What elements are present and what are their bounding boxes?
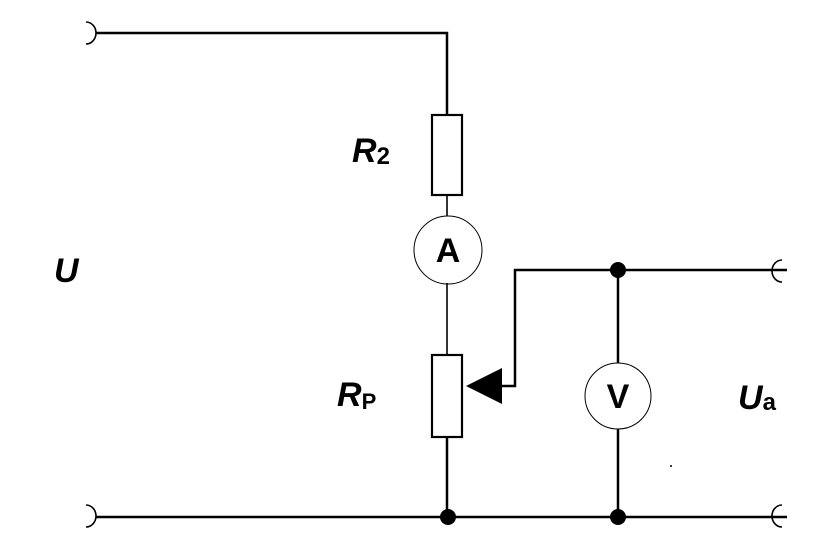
- ammeter-label: A: [436, 232, 461, 270]
- label-ua-sub: a: [763, 389, 777, 416]
- label-source-voltage: U: [54, 252, 80, 290]
- label-ua-main: U: [738, 379, 764, 417]
- label-rp-main: R: [337, 376, 362, 414]
- junction-top-right: [610, 262, 626, 278]
- label-r2: R2: [352, 132, 390, 170]
- wiper-arrow-icon: [466, 368, 502, 404]
- resistor-r2: [430, 113, 464, 197]
- input-terminal-bottom: [85, 504, 97, 528]
- label-r2-main: R: [352, 132, 377, 170]
- ammeter: [413, 215, 483, 285]
- wire-wiper: [500, 268, 787, 388]
- label-r2-sub: 2: [377, 143, 390, 170]
- wire-top: [96, 31, 449, 115]
- label-rp: RP: [337, 376, 376, 414]
- label-output-voltage: Ua: [738, 379, 777, 417]
- voltmeter-label: V: [607, 378, 630, 416]
- input-terminal-top: [85, 21, 97, 45]
- label-rp-sub: P: [362, 389, 377, 414]
- potentiometer-rp: [430, 353, 464, 439]
- stray-dot: [670, 465, 672, 467]
- junction-bottom-left: [440, 509, 456, 525]
- junction-bottom-right: [610, 509, 626, 525]
